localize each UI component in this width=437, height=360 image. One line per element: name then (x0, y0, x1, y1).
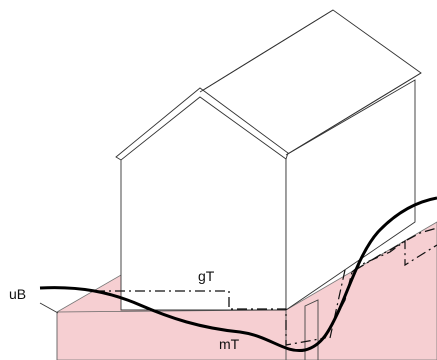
house-side-wall (285, 79, 416, 311)
excavation-dashdot-line (95, 227, 437, 346)
basement-door-outline (304, 299, 319, 360)
label-gT: gT (198, 268, 215, 284)
roof-front-edge (115, 87, 289, 161)
terrain-curve (39, 196, 437, 353)
roof-ridge (199, 9, 334, 93)
label-uB: uB (9, 286, 26, 302)
house (115, 9, 422, 311)
uB-leader-line (39, 302, 59, 314)
excavation-dashdot-wall (329, 269, 346, 339)
roof-eave (285, 72, 422, 156)
label-mT: mT (219, 336, 240, 352)
